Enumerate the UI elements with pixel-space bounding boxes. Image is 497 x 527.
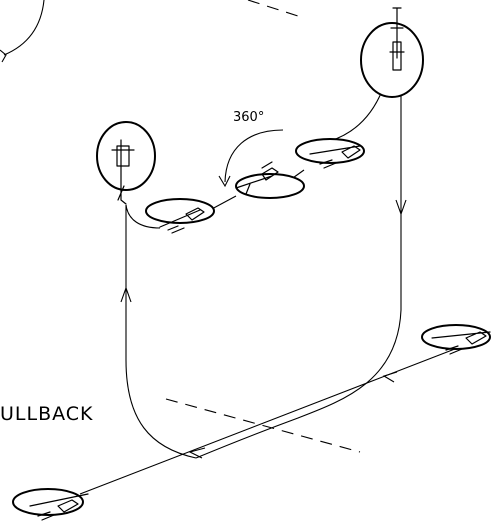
heli-rotor-1 <box>145 198 215 234</box>
rotation-arc <box>224 129 284 183</box>
top-left-arc <box>3 0 45 56</box>
heli-rotor-5 <box>12 488 89 521</box>
pullback-curve <box>195 309 402 459</box>
heli-rotor-4 <box>421 324 491 355</box>
heli-link-1 <box>209 195 237 211</box>
left-to-heli-link <box>125 204 161 229</box>
arrow-diag-right <box>382 371 398 383</box>
hover-circle-right <box>360 7 424 98</box>
crossing-dashed-line <box>165 398 361 453</box>
hover-circle-left <box>96 121 156 205</box>
arrow-diag-left <box>188 447 206 459</box>
heli-rotor-2 <box>235 161 305 199</box>
arrow-rotation <box>218 175 231 188</box>
heli-rotor-3 <box>295 138 365 169</box>
arrow-down-right <box>395 199 407 216</box>
top-dashed-line <box>247 0 299 17</box>
rotation-label: 360° <box>233 110 264 125</box>
arrow-up-left <box>120 286 132 303</box>
maneuver-label: ULLBACK <box>0 403 94 425</box>
ground-diagonal <box>79 346 461 495</box>
left-loop-curve <box>125 205 197 459</box>
arrow-top-left <box>0 49 7 63</box>
